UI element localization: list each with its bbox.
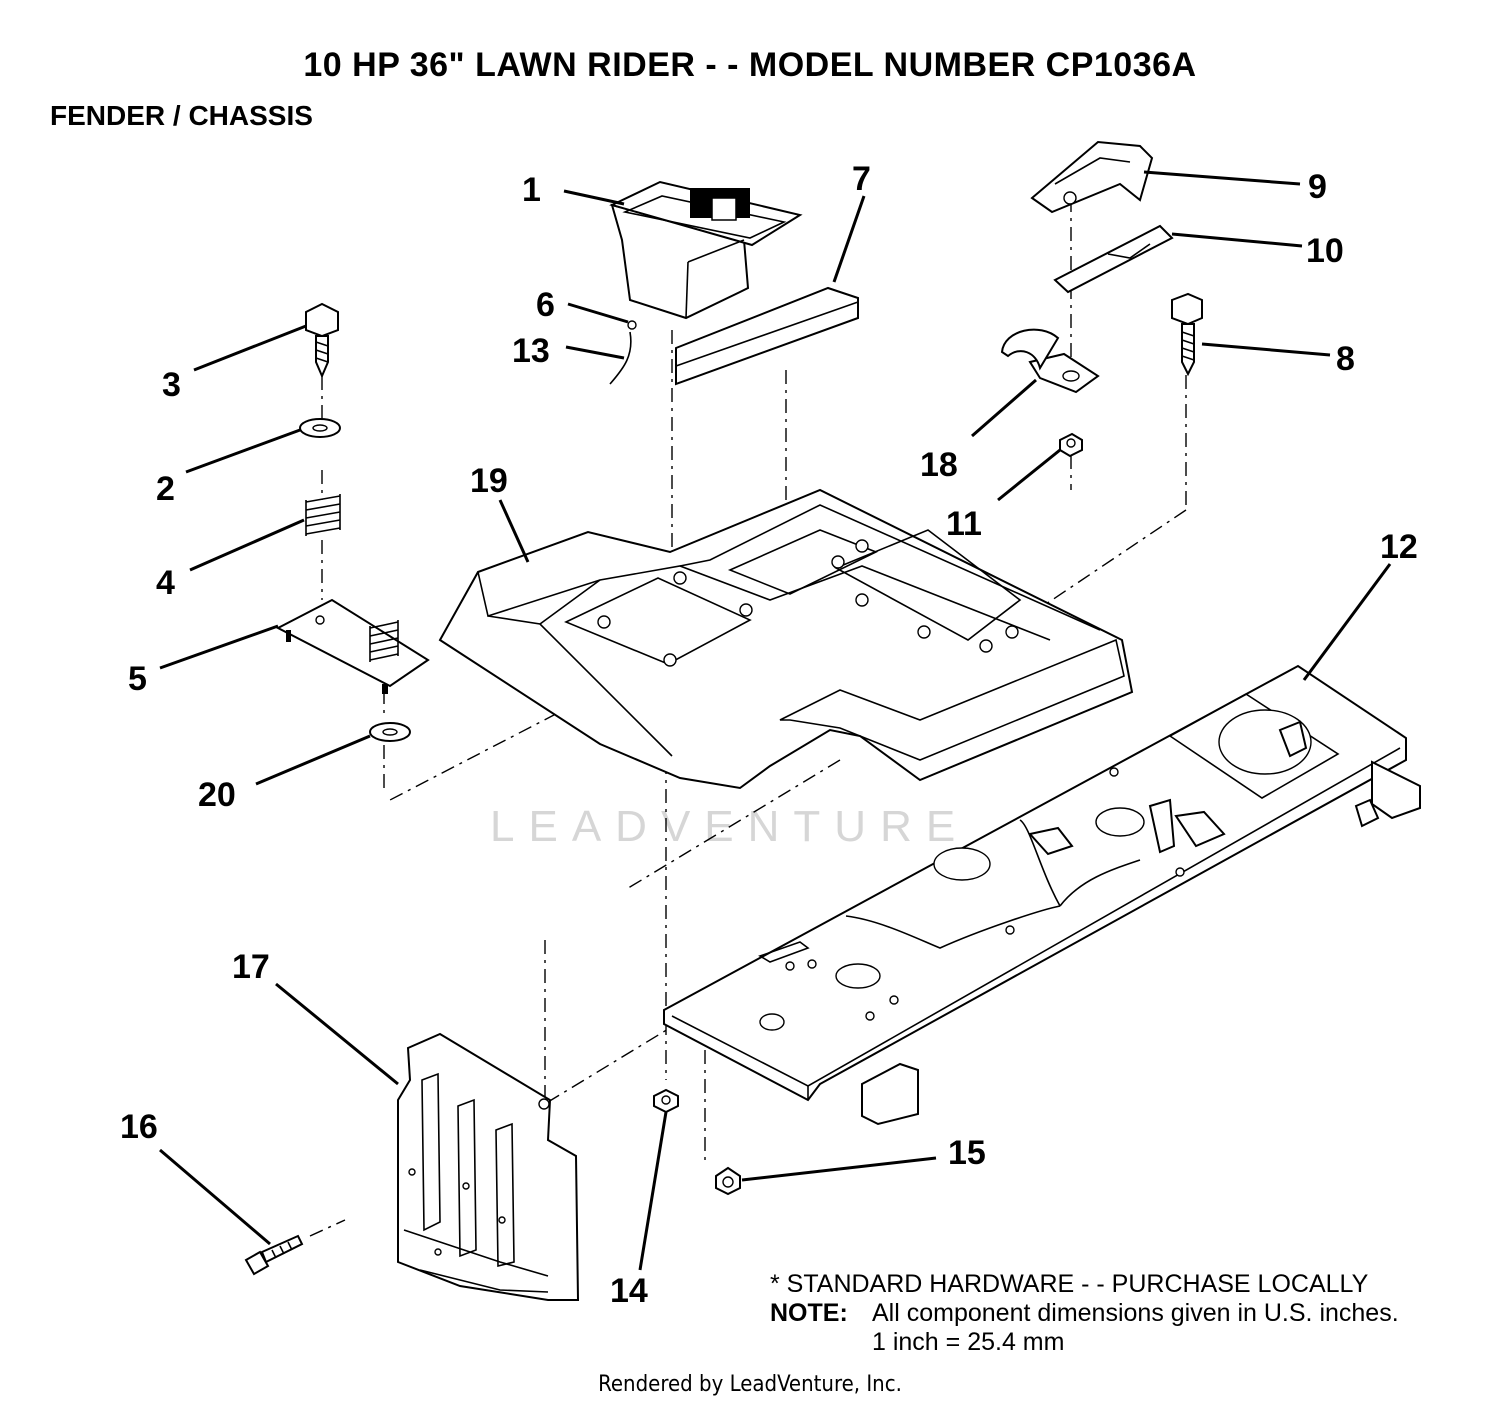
callout-12: 12 bbox=[1380, 528, 1418, 566]
conversion-note: 1 inch = 25.4 mm bbox=[872, 1328, 1065, 1356]
notes-block: * STANDARD HARDWARE - - PURCHASE LOCALLY… bbox=[770, 1270, 1399, 1357]
callout-1: 1 bbox=[522, 171, 541, 209]
page-title: 10 HP 36" LAWN RIDER - - MODEL NUMBER CP… bbox=[303, 46, 1197, 84]
part-13-hose bbox=[609, 331, 632, 385]
callout-2: 2 bbox=[156, 470, 175, 508]
note-text: All component dimensions given in U.S. i… bbox=[872, 1299, 1399, 1327]
note-label: NOTE: bbox=[770, 1299, 848, 1327]
footer-credit: Rendered by LeadVenture, Inc. bbox=[598, 1372, 902, 1397]
standard-hardware-note: * STANDARD HARDWARE - - PURCHASE LOCALLY bbox=[770, 1270, 1369, 1298]
dimension-note: NOTE: All component dimensions given in … bbox=[770, 1299, 1399, 1328]
callout-13: 13 bbox=[512, 332, 550, 370]
part-15-nut bbox=[715, 1166, 741, 1196]
part-9-cover bbox=[1030, 140, 1154, 214]
callout-7: 7 bbox=[852, 160, 871, 198]
callout-20: 20 bbox=[198, 776, 236, 814]
part-8-bolt bbox=[1171, 292, 1203, 377]
part-1-battery-box bbox=[609, 180, 803, 320]
part-7-decal bbox=[675, 286, 859, 386]
watermark-text: LEADVENTURE bbox=[490, 802, 970, 851]
part-20-washer bbox=[369, 722, 411, 742]
callout-9: 9 bbox=[1308, 168, 1327, 206]
section-subtitle: FENDER / CHASSIS bbox=[50, 100, 313, 131]
callout-3: 3 bbox=[162, 366, 181, 404]
part-2-washer bbox=[299, 418, 341, 438]
part-5-plate bbox=[275, 598, 430, 694]
callout-8: 8 bbox=[1336, 340, 1355, 378]
part-14-nut bbox=[653, 1088, 679, 1114]
part-11-nut bbox=[1059, 432, 1083, 458]
callout-16: 16 bbox=[120, 1108, 158, 1146]
callout-17: 17 bbox=[232, 948, 270, 986]
callout-6: 6 bbox=[536, 286, 555, 324]
part-3-bolt bbox=[305, 302, 339, 379]
callout-19: 19 bbox=[470, 462, 508, 500]
part-12-chassis bbox=[663, 664, 1421, 1126]
part-4-spring bbox=[305, 494, 341, 536]
callout-10: 10 bbox=[1306, 232, 1344, 270]
callout-5: 5 bbox=[128, 660, 147, 698]
callout-4: 4 bbox=[156, 564, 175, 602]
leader-lines bbox=[159, 170, 1392, 1271]
part-16-bolt bbox=[244, 1234, 304, 1276]
part-10-bracket bbox=[1053, 224, 1174, 294]
part-6-fitting bbox=[627, 320, 637, 330]
part-19-fender bbox=[438, 488, 1134, 790]
part-18-clamp bbox=[1000, 328, 1100, 394]
callout-15: 15 bbox=[948, 1134, 986, 1172]
callout-14: 14 bbox=[610, 1272, 648, 1310]
callout-18: 18 bbox=[920, 446, 958, 484]
part-17-panel bbox=[397, 1032, 580, 1301]
callout-11: 11 bbox=[946, 505, 982, 543]
